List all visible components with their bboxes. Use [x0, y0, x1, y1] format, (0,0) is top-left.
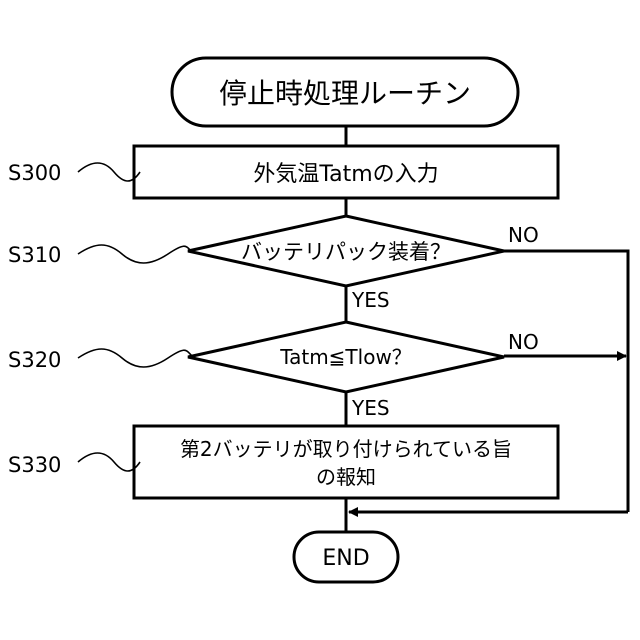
step-label-s320: S320 — [8, 348, 61, 372]
leader-s310 — [78, 245, 192, 263]
s320-label: Tatm≦Tlow？ — [279, 345, 412, 369]
end-terminal: END — [294, 532, 398, 582]
leader-s300 — [78, 163, 140, 181]
s310-yes-label: YES — [351, 288, 390, 312]
decision-s320: Tatm≦Tlow？ — [188, 322, 504, 392]
step-label-s310: S310 — [8, 243, 61, 267]
decision-s310: バッテリパック装着？ — [188, 216, 504, 286]
leader-s320 — [78, 349, 192, 367]
s300-label: 外気温Tatmの入力 — [253, 162, 438, 187]
leader-s330 — [78, 453, 140, 471]
s320-yes-label: YES — [351, 396, 390, 420]
s320-no-label: NO — [508, 330, 539, 354]
step-label-s300: S300 — [8, 161, 61, 185]
s310-no-label: NO — [508, 223, 539, 247]
s310-label: バッテリパック装着？ — [241, 240, 451, 264]
s330-label-line2: の報知 — [316, 465, 376, 489]
process-s300: 外気温Tatmの入力 — [134, 146, 558, 198]
start-terminal: 停止時処理ルーチン — [172, 58, 518, 126]
step-label-s330: S330 — [8, 453, 61, 477]
start-label: 停止時処理ルーチン — [219, 77, 471, 110]
process-s330: 第2バッテリが取り付けられている旨 の報知 — [134, 426, 558, 498]
s330-label-line1: 第2バッテリが取り付けられている旨 — [180, 437, 512, 461]
end-label: END — [322, 546, 369, 571]
